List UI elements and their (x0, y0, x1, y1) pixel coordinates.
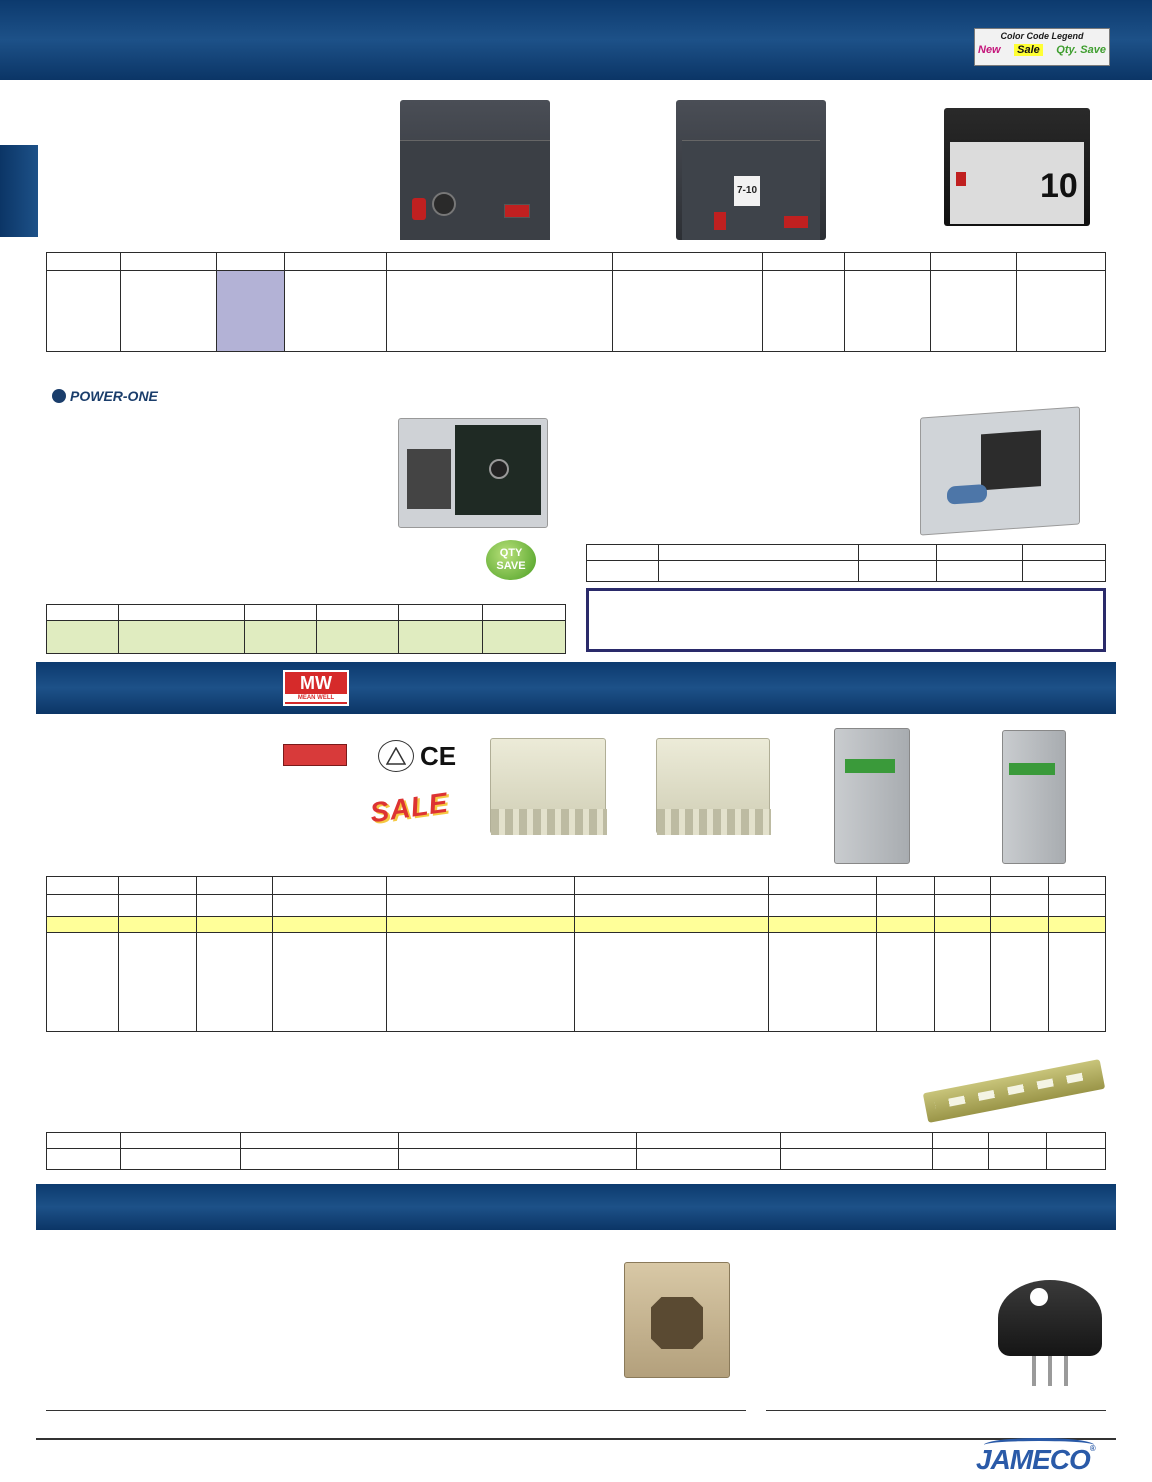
legend-qty-save: Qty. Save (1056, 44, 1106, 56)
supply-b-label: 7-10 (734, 176, 760, 206)
legend-entries: New Sale Qty. Save (978, 44, 1106, 56)
header-banner (0, 0, 1152, 80)
section-bar-current-sensors (36, 1184, 1116, 1230)
legend-sale: Sale (1014, 44, 1043, 56)
divider-left (46, 1410, 746, 1411)
section-bar-mean-well (36, 662, 1116, 714)
mean-well-mark: MW (300, 673, 332, 693)
tuv-certification-icon (378, 740, 414, 772)
power-supply-photo-2: 7-10 (676, 100, 826, 240)
sale-burst: SALE (368, 786, 451, 829)
jameco-logo: JAMECO® (976, 1438, 1096, 1476)
supply-c-label: 10 (1040, 167, 1078, 205)
ce-mark: CE (419, 740, 457, 771)
spec-table-2 (586, 544, 1106, 582)
legend-new: New (978, 44, 1001, 56)
current-sensor-photo (998, 1280, 1102, 1356)
legend-title: Color Code Legend (1000, 31, 1084, 41)
current-transformer-photo (624, 1262, 730, 1378)
power-one-mark-icon (52, 389, 66, 403)
spec-table-3 (46, 604, 566, 654)
side-tab (0, 145, 38, 237)
mean-well-logo: MW MEAN WELL (283, 670, 349, 706)
divider-right (766, 1410, 1106, 1411)
open-frame-supply-photo (398, 418, 548, 528)
transformer-supply-photo (920, 406, 1080, 536)
din-supply-photo-2 (656, 738, 771, 835)
din-rail-photo (922, 1059, 1106, 1123)
sale-tag (283, 744, 347, 766)
spec-table-1 (46, 252, 1106, 352)
din-supply-photo-1 (490, 738, 607, 835)
din-supply-photo-4 (1002, 730, 1066, 864)
power-supply-photo-1 (400, 100, 550, 240)
power-supply-photo-3: 10 (944, 108, 1090, 226)
note-box (586, 588, 1106, 652)
qty-save-badge: QTY SAVE (486, 540, 536, 580)
footer-rule (36, 1438, 1116, 1440)
mean-well-subtext: MEAN WELL (285, 694, 347, 702)
spec-table-5 (46, 1132, 1106, 1170)
color-code-legend: Color Code Legend New Sale Qty. Save (974, 28, 1110, 66)
highlight-cell (216, 270, 285, 352)
sensor-pins (1020, 1356, 1080, 1386)
spec-table-4 (46, 876, 1106, 1032)
power-one-text: POWER-ONE (70, 388, 158, 404)
power-one-logo: POWER-ONE (52, 388, 158, 404)
jameco-arc-icon (984, 1438, 1094, 1452)
din-supply-photo-3 (834, 728, 910, 864)
